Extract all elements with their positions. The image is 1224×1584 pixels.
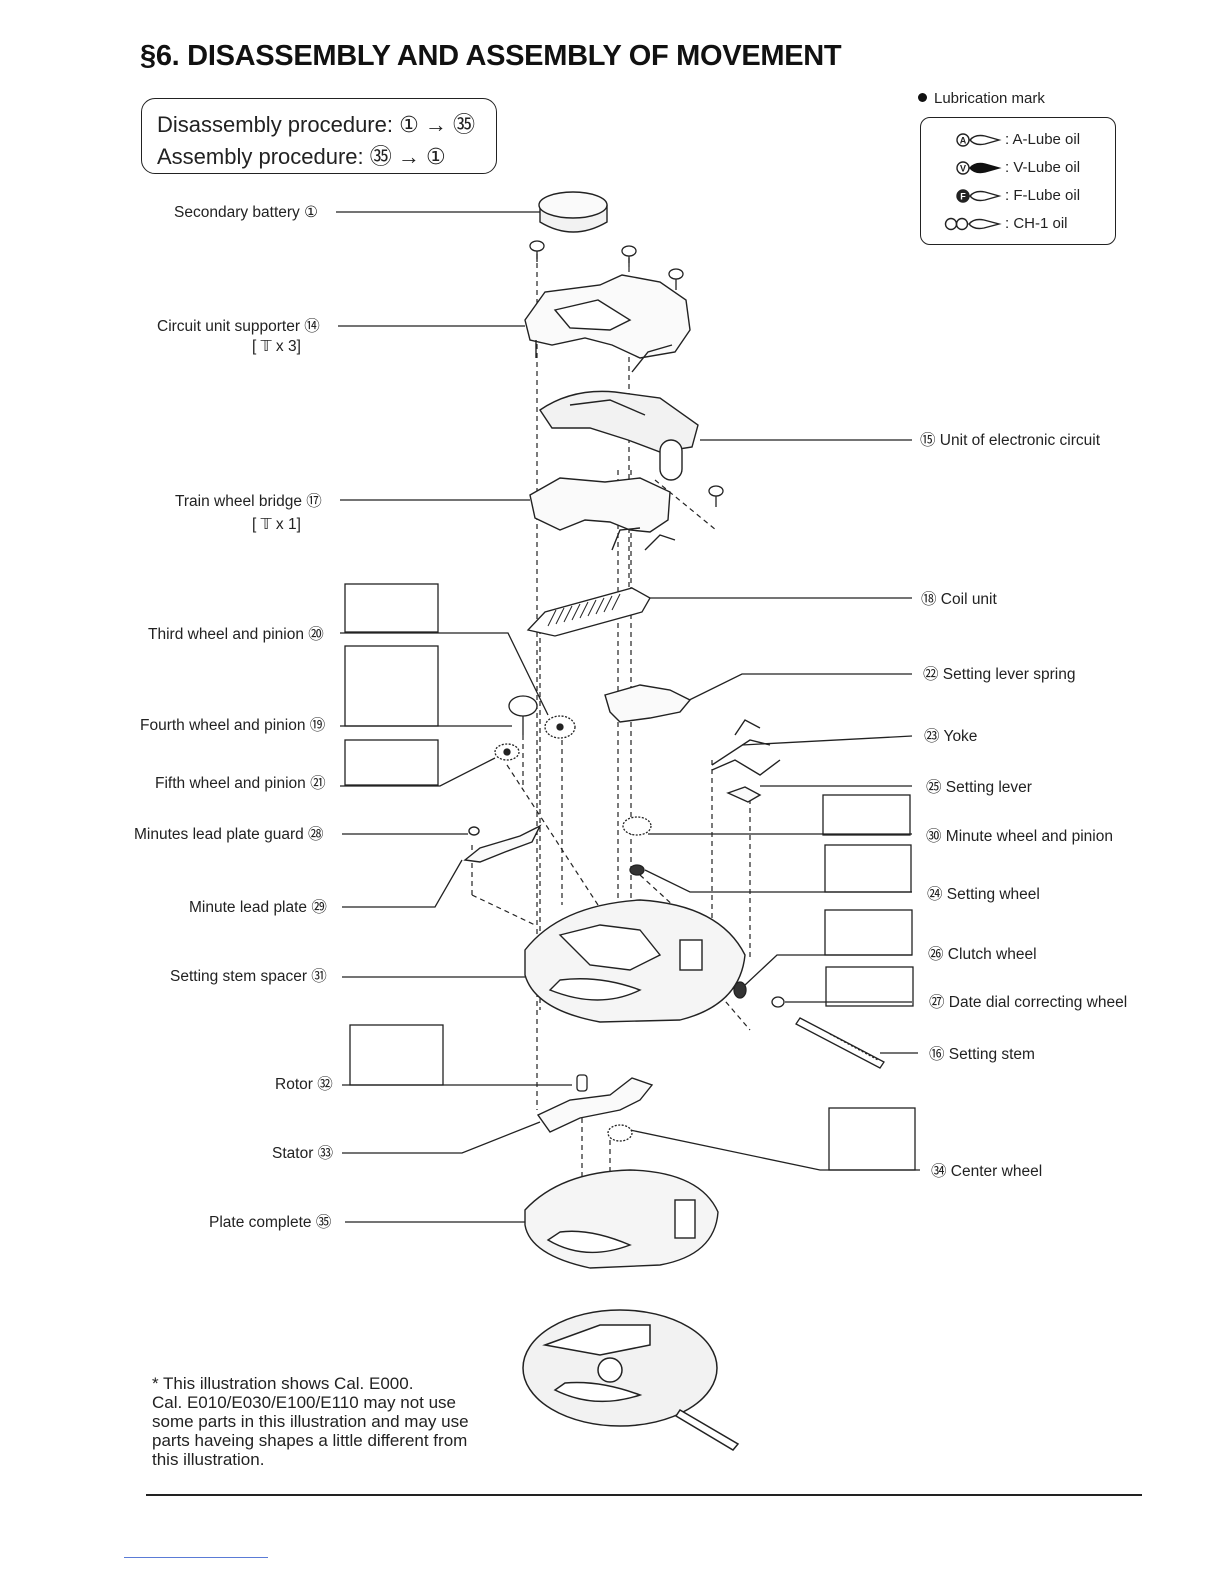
note-line-2: Cal. E010/E030/E100/E110 may not use [152, 1393, 456, 1412]
label-center-wheel: ㉞ Center wheel [931, 1163, 1043, 1180]
assembled-movement-icon [522, 1309, 740, 1451]
clutch-wheel-icon [733, 981, 747, 999]
fifth-wheel-icon [494, 743, 520, 761]
detail-box-setting-wheel [824, 844, 912, 893]
date-dial-correcting-wheel-icon [771, 996, 785, 1008]
leader-line-setting-wheel [644, 869, 912, 893]
stator-icon [536, 1077, 654, 1133]
rotor-icon [576, 1074, 588, 1092]
label-fifth-wheel: Fifth wheel and pinion ㉑ [155, 775, 326, 792]
blue-underline [124, 1557, 268, 1558]
detail-box-fifth-wheel [344, 739, 439, 786]
svg-text:V: V [960, 164, 966, 174]
center-wheel-icon [607, 1124, 633, 1142]
train-wheel-bridge-icon [529, 477, 676, 551]
setting-stem-icon [795, 1017, 885, 1069]
label-coil-unit: ⑱ Coil unit [921, 591, 997, 608]
main-plate-icon [524, 899, 746, 1023]
a-lube-oil-icon: A [956, 133, 1002, 147]
label-train-wheel-bridge: Train wheel bridge ⑰ [175, 493, 322, 510]
leader-line-fifth-wheel [340, 757, 496, 787]
ch1-oil-icon [944, 217, 1002, 231]
secondary-battery-icon [538, 191, 608, 233]
illustration-note: * This illustration shows Cal. E000. Cal… [152, 1374, 512, 1469]
label-plate-complete: Plate complete ㉟ [209, 1214, 332, 1231]
setting-lever-icon [726, 786, 762, 803]
coil-unit-icon [526, 587, 651, 637]
label-setting-stem-spacer: Setting stem spacer ㉛ [170, 968, 327, 985]
fourth-wheel-icon [508, 695, 538, 735]
detail-box-third-wheel [344, 583, 439, 633]
circuit-unit-supporter-icon [524, 274, 691, 373]
lube-row-f: F : F-Lube oil [921, 184, 1115, 208]
lubrication-header: Lubrication mark [918, 90, 1045, 107]
detail-box-date-correcting-wheel [825, 966, 914, 1007]
v-lube-oil-label: : V-Lube oil [1005, 159, 1081, 176]
label-setting-lever-spring: ㉒ Setting lever spring [923, 666, 1076, 683]
leader-line-setting-lever-spring [664, 673, 912, 713]
label-setting-wheel: ㉔ Setting wheel [927, 886, 1040, 903]
note-line-5: this illustration. [152, 1450, 265, 1469]
lubrication-header-text: Lubrication mark [934, 90, 1045, 107]
detail-box-minute-wheel [822, 794, 911, 836]
v-lube-oil-icon: V [956, 161, 1002, 175]
leader-line-center-wheel [629, 1129, 920, 1171]
setting-lever-spring-icon [604, 684, 692, 723]
a-lube-oil-label: : A-Lube oil [1005, 131, 1081, 148]
minute-lead-plate-icon [463, 824, 542, 863]
leader-line-minute-lead-plate [342, 859, 463, 908]
label-minute-wheel: ㉚ Minute wheel and pinion [926, 828, 1113, 845]
plate-complete-icon [524, 1169, 719, 1269]
minute-wheel-icon [622, 816, 652, 876]
bullet-icon [918, 93, 927, 102]
note-line-4: parts haveing shapes a little different … [152, 1431, 468, 1450]
label-yoke: ㉓ Yoke [924, 728, 978, 745]
label-circuit-unit-supporter: Circuit unit supporter ⑭ [157, 318, 320, 335]
label-unit-electronic-circuit: ⑮ Unit of electronic circuit [920, 432, 1101, 449]
svg-text:F: F [960, 192, 966, 202]
label-rotor: Rotor ㉜ [275, 1076, 333, 1093]
label-secondary-battery: Secondary battery ① [174, 204, 318, 221]
disassembly-procedure: Disassembly procedure: ① → ㉟ [157, 112, 476, 137]
leader-line-yoke [741, 735, 913, 746]
label-minute-lead-plate: Minute lead plate ㉙ [189, 899, 327, 916]
f-lube-oil-icon: F [956, 189, 1002, 203]
leader-line-third-wheel [340, 632, 549, 716]
lubrication-legend: A : A-Lube oil V : V-Lube oil F : F-Lube… [920, 117, 1116, 245]
f-lube-oil-label: : F-Lube oil [1005, 187, 1081, 204]
lube-row-v: V : V-Lube oil [921, 156, 1115, 180]
label-third-wheel: Third wheel and pinion ⑳ [148, 626, 324, 643]
label-circuit-unit-supporter-screws: [ 𝕋 x 3] [252, 338, 301, 355]
detail-box-clutch-wheel [824, 909, 913, 956]
label-setting-stem: ⑯ Setting stem [929, 1046, 1035, 1063]
detail-box-center-wheel [828, 1107, 916, 1171]
label-fourth-wheel: Fourth wheel and pinion ⑲ [140, 717, 326, 734]
label-clutch-wheel: ㉖ Clutch wheel [928, 946, 1037, 963]
label-train-wheel-bridge-screws: [ 𝕋 x 1] [252, 516, 301, 533]
leader-line-stator [342, 1121, 541, 1154]
screw-icon [529, 240, 724, 507]
page-title: §6. DISASSEMBLY AND ASSEMBLY OF MOVEMENT [140, 40, 842, 72]
label-stator: Stator ㉝ [272, 1145, 334, 1162]
label-date-dial-correcting-wheel: ㉗ Date dial correcting wheel [929, 994, 1128, 1011]
electronic-circuit-unit-icon [539, 390, 699, 481]
assembly-procedure: Assembly procedure: ㉟ → ① [157, 144, 446, 169]
note-line-1: * This illustration shows Cal. E000. [152, 1374, 414, 1393]
detail-box-fourth-wheel [344, 645, 439, 727]
label-minutes-lead-plate-guard: Minutes lead plate guard ㉘ [134, 826, 324, 843]
ch1-oil-label: : CH-1 oil [1005, 215, 1068, 232]
lube-row-ch1: : CH-1 oil [921, 212, 1115, 236]
third-wheel-icon [544, 715, 576, 739]
label-setting-lever: ㉕ Setting lever [926, 779, 1032, 796]
detail-box-rotor [349, 1024, 444, 1086]
footer-rule [146, 1494, 1142, 1496]
svg-text:A: A [960, 136, 967, 146]
lube-row-a: A : A-Lube oil [921, 128, 1115, 152]
note-line-3: some parts in this illustration and may … [152, 1412, 469, 1431]
leader-line-clutch-wheel [744, 954, 912, 986]
yoke-icon [711, 719, 781, 776]
procedure-box: Disassembly procedure: ① → ㉟ Assembly pr… [141, 98, 497, 174]
